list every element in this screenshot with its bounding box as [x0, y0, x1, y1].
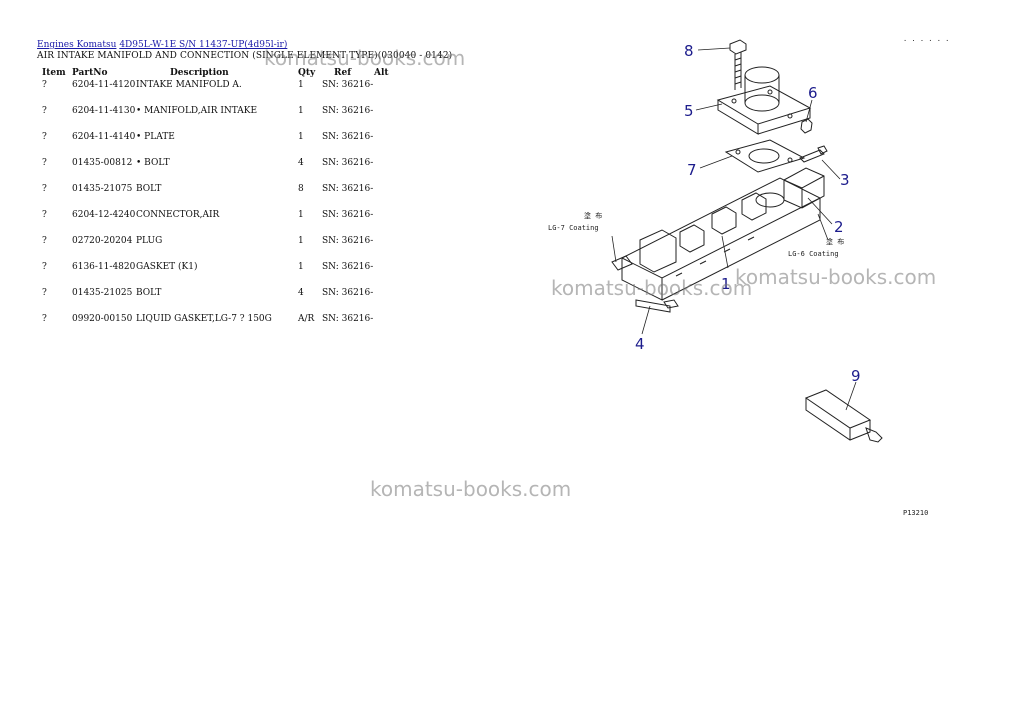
- row-item: ?: [42, 210, 47, 220]
- row-partno: 09920-00150: [72, 314, 133, 324]
- header-partno: PartNo: [72, 68, 108, 78]
- row-qty: 8: [298, 184, 304, 194]
- row-ref: SN: 36216-: [322, 262, 374, 272]
- breadcrumb-root-link[interactable]: Engines Komatsu: [37, 40, 117, 50]
- note-lg7-jp: 塗 布: [584, 211, 602, 220]
- note-lg7: LG-7 Coating: [548, 224, 599, 232]
- row-qty: 1: [298, 80, 304, 90]
- gasket-drawing-7: [724, 139, 806, 173]
- row-ref: SN: 36216-: [322, 236, 374, 246]
- row-partno: 01435-00812: [72, 158, 133, 168]
- row-description: INTAKE MANIFOLD A.: [136, 80, 242, 90]
- row-partno: 02720-20204: [72, 236, 133, 246]
- row-item: ?: [42, 288, 47, 298]
- breadcrumb: Engines Komatsu 4D95L-W-1E S/N 11437-UP(…: [37, 40, 287, 50]
- row-qty: 1: [298, 262, 304, 272]
- row-partno: 6204-11-4140: [72, 132, 136, 142]
- row-qty: 1: [298, 132, 304, 142]
- row-ref: SN: 36216-: [322, 314, 374, 324]
- row-item: ?: [42, 262, 47, 272]
- header-ref: Ref: [334, 68, 352, 78]
- row-description: LIQUID GASKET,LG-7 ? 150G: [136, 314, 272, 324]
- row-qty: 4: [298, 158, 304, 168]
- drawing-code: P13210: [903, 509, 928, 517]
- row-qty: 1: [298, 210, 304, 220]
- plug-drawing-6: [800, 118, 813, 134]
- header-description: Description: [170, 68, 229, 78]
- row-description: • PLATE: [136, 132, 175, 142]
- header-item: Item: [42, 68, 66, 78]
- callout-9: 9: [851, 367, 861, 385]
- bolt-drawing-4: [635, 299, 679, 313]
- row-partno: 6204-11-4130: [72, 106, 136, 116]
- note-lg6: LG-6 Coating: [788, 250, 839, 258]
- row-qty: 4: [298, 288, 304, 298]
- row-ref: SN: 36216-: [322, 184, 374, 194]
- row-partno: 6204-12-4240: [72, 210, 136, 220]
- note-lg6-jp: 塗 布: [826, 237, 844, 246]
- row-ref: SN: 36216-: [322, 158, 374, 168]
- breadcrumb-model-link[interactable]: 4D95L-W-1E S/N 11437-UP(4d95l-ir): [119, 40, 288, 50]
- table-row: ? 01435-00812• BOLT 4 SN: 36216-: [35, 158, 394, 184]
- row-qty: 1: [298, 236, 304, 246]
- parts-table: Item PartNo Description Qty Ref Alt ? 620…: [35, 66, 394, 334]
- bolt-drawing-3: [799, 145, 828, 163]
- callout-6: 6: [808, 84, 818, 102]
- plate-drawing-2: [783, 167, 825, 209]
- liquid-gasket-drawing-9: [804, 389, 883, 443]
- row-partno: 6136-11-4820: [72, 262, 136, 272]
- diagram-corner-mark: . . . . . .: [903, 35, 949, 43]
- row-description: BOLT: [136, 288, 162, 298]
- row-partno: 01435-21025: [72, 288, 133, 298]
- bolt-drawing-8: [729, 39, 747, 90]
- row-partno: 01435-21075: [72, 184, 133, 194]
- row-item: ?: [42, 184, 47, 194]
- page-title: AIR INTAKE MANIFOLD AND CONNECTION (SING…: [37, 51, 453, 61]
- row-description: • BOLT: [136, 158, 170, 168]
- row-description: • MANIFOLD,AIR INTAKE: [136, 106, 258, 116]
- row-item: ?: [42, 158, 47, 168]
- row-description: PLUG: [136, 236, 163, 246]
- callout-7: 7: [687, 161, 697, 179]
- callout-3: 3: [840, 171, 850, 189]
- row-item: ?: [42, 80, 47, 90]
- connector-drawing-5: [716, 66, 812, 135]
- row-ref: SN: 36216-: [322, 210, 374, 220]
- table-row: ? 6204-11-4130• MANIFOLD,AIR INTAKE 1 SN: 3…: [35, 106, 394, 132]
- row-qty: A/R: [298, 314, 315, 324]
- callout-1: 1: [721, 275, 731, 293]
- callout-5: 5: [684, 102, 694, 120]
- row-ref: SN: 36216-: [322, 132, 374, 142]
- header-qty: Qty: [298, 68, 316, 78]
- row-description: GASKET (K1): [136, 262, 198, 272]
- row-item: ?: [42, 314, 47, 324]
- row-qty: 1: [298, 106, 304, 116]
- callout-4: 4: [635, 335, 645, 353]
- row-description: BOLT: [136, 184, 162, 194]
- row-description: CONNECTOR,AIR: [136, 210, 220, 220]
- leader-lines: [611, 47, 857, 411]
- manifold-drawing-1: [611, 177, 822, 301]
- row-item: ?: [42, 132, 47, 142]
- table-row: ? 6204-11-4140• PLATE 1 SN: 36216-: [35, 132, 394, 158]
- row-item: ?: [42, 106, 47, 116]
- row-partno: 6204-11-4120: [72, 80, 136, 90]
- callout-2: 2: [834, 218, 844, 236]
- table-header-row: Item PartNo Description Qty Ref Alt: [35, 66, 394, 80]
- row-ref: SN: 36216-: [322, 80, 374, 90]
- row-ref: SN: 36216-: [322, 288, 374, 298]
- header-alt: Alt: [374, 68, 389, 78]
- row-item: ?: [42, 236, 47, 246]
- row-ref: SN: 36216-: [322, 106, 374, 116]
- callout-8: 8: [684, 42, 694, 60]
